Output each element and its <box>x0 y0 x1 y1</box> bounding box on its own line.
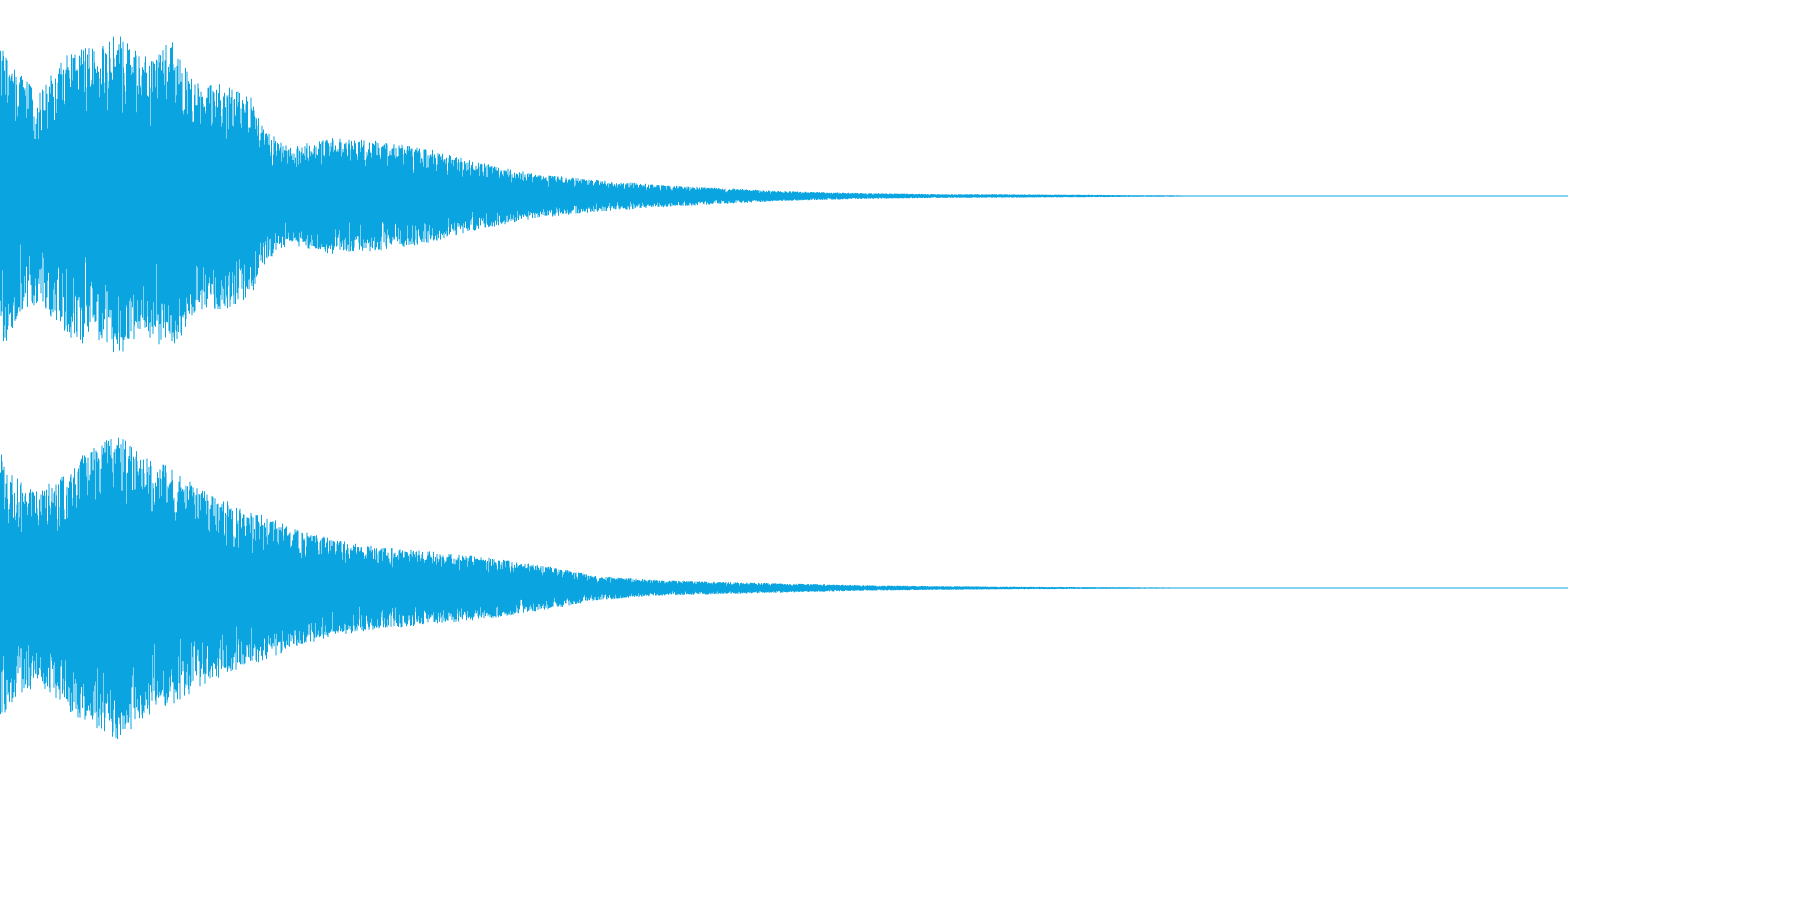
waveform-core <box>0 134 1239 258</box>
waveform-channel-1 <box>0 36 1568 353</box>
waveform-core <box>0 529 1237 647</box>
waveform-channel-2 <box>0 437 1568 740</box>
